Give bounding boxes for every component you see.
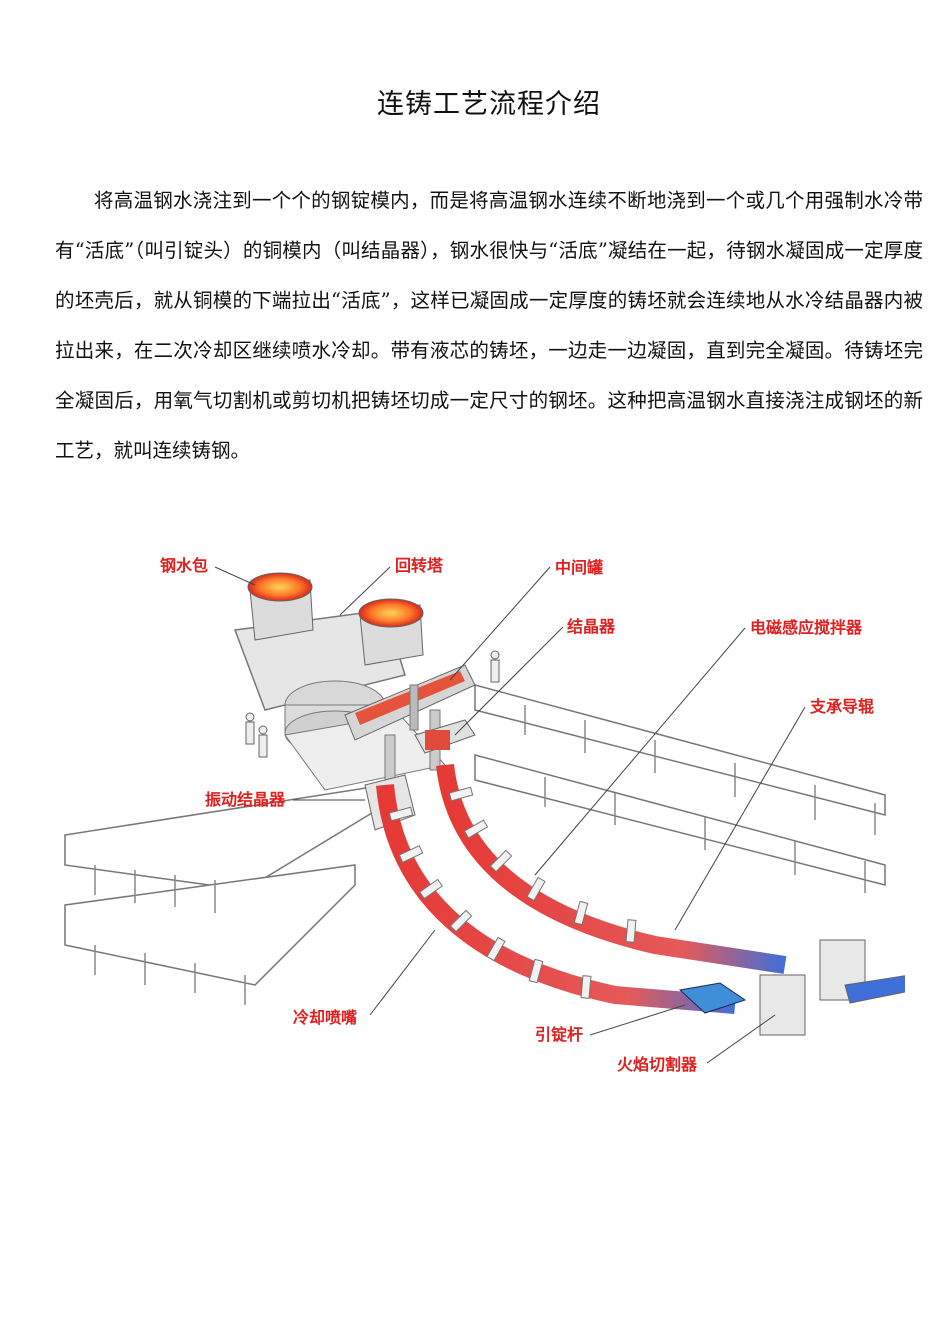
dummy-bar [678, 982, 747, 1014]
label-turret: 回转塔 [395, 556, 444, 575]
leader-lines [214, 566, 806, 1064]
ladle-2 [358, 598, 424, 666]
label-ems: 电磁感应搅拌器 [750, 618, 863, 637]
platform-structure [64, 684, 886, 1005]
label-ladle: 钢水包 [160, 556, 208, 575]
label-mold: 结晶器 [566, 617, 616, 636]
intro-paragraph: 将高温钢水浇注到一个个的钢锭模内，而是将高温钢水连续不断地浇到一个或几个用强制水… [55, 189, 923, 462]
label-osc-mold: 振动结晶器 [205, 790, 286, 809]
label-dummy-bar: 引锭杆 [535, 1025, 583, 1044]
ladle-1 [247, 572, 314, 641]
page-title: 连铸工艺流程介绍 [377, 89, 601, 120]
continuous-casting-diagram: 钢水包 回转塔 中间罐 结晶器 电磁感应搅拌器 支承导辊 振动结晶器 冷却喷嘴 … [64, 556, 905, 1074]
label-rolls: 支承导辊 [809, 697, 874, 716]
torch-cutter [759, 939, 905, 1036]
label-torch-cutter: 火焰切割器 [617, 1055, 698, 1074]
support-rolls [388, 786, 637, 999]
worker-figures [245, 650, 500, 758]
label-tundish: 中间罐 [555, 558, 603, 577]
label-nozzle: 冷却喷嘴 [293, 1008, 357, 1027]
